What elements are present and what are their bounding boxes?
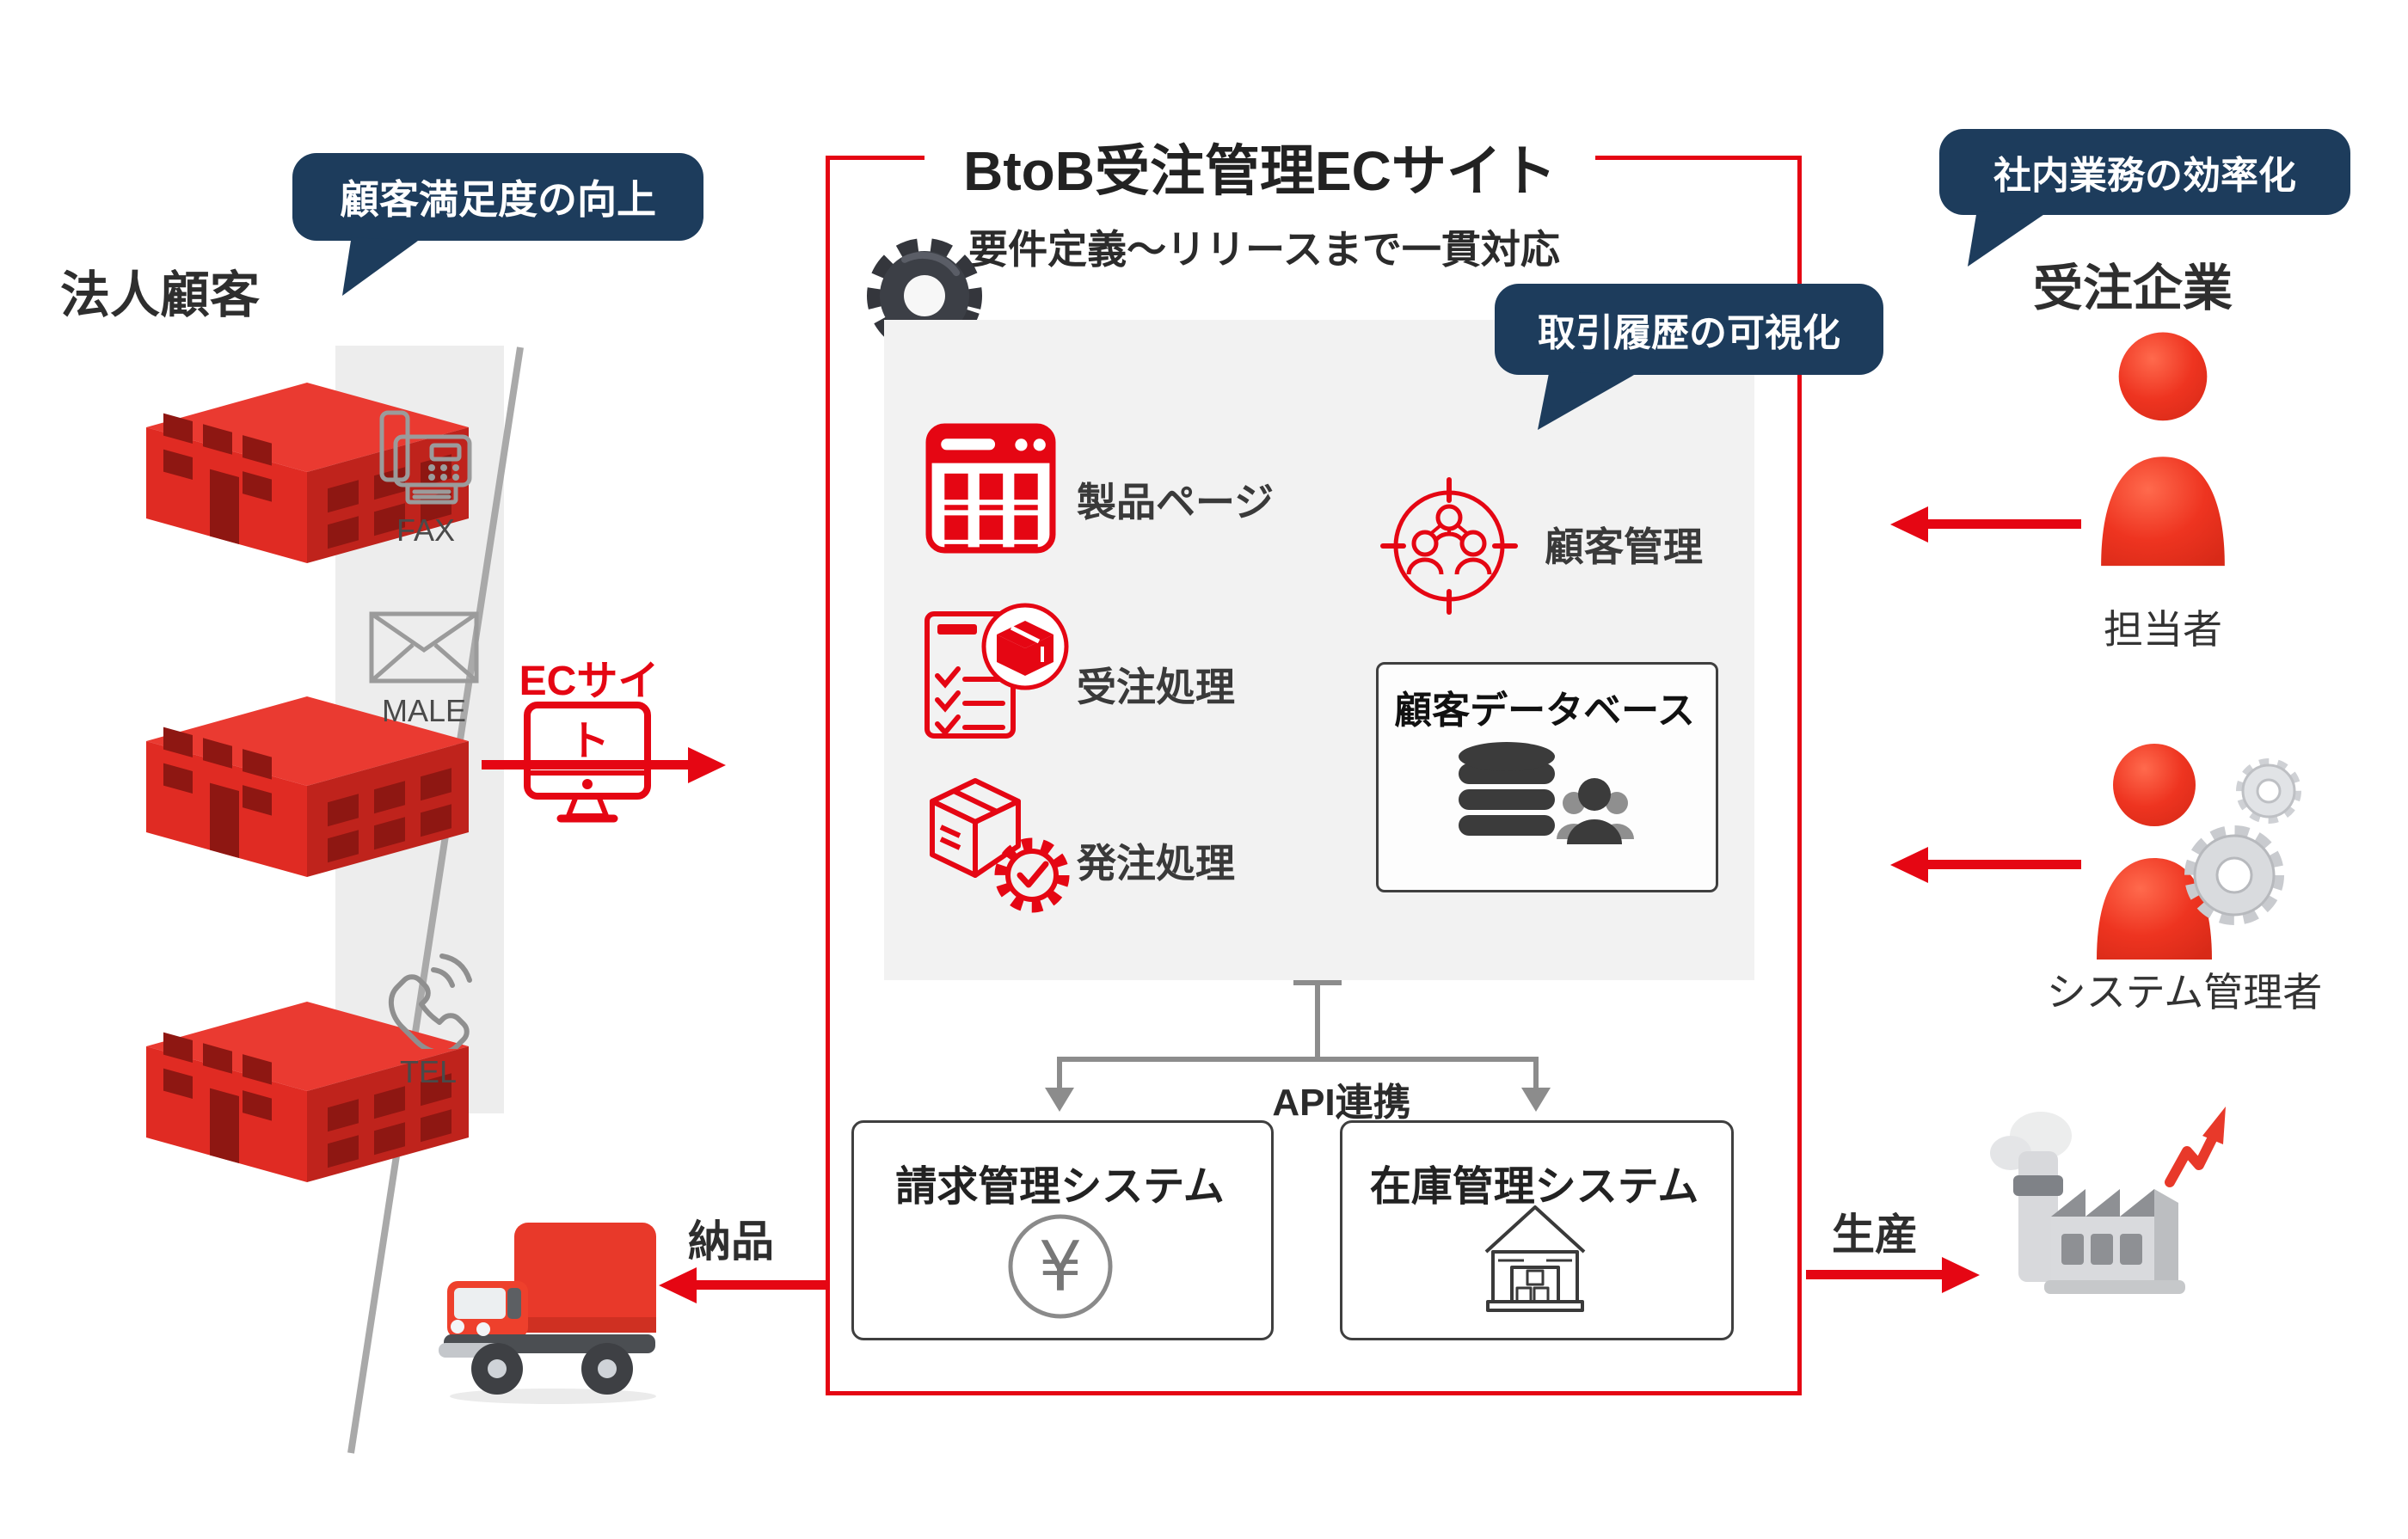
api-stem-cap: [1293, 980, 1342, 985]
database-icon: [1459, 742, 1634, 844]
arrow-to-platform: [482, 760, 690, 770]
arrow-head: [1890, 847, 1928, 883]
customer-satisfaction-bubble: 顧客満足度の向上: [292, 153, 703, 241]
truck-icon: [439, 1223, 656, 1404]
feature-label-order: 受注処理: [1077, 665, 1235, 709]
bubble-tail: [342, 237, 418, 296]
feature-label-product: 製品ページ: [1077, 480, 1275, 524]
arrow-from-rep: [1926, 519, 2081, 529]
customer-database-label: 顧客データベース: [1394, 690, 1695, 732]
arrow-head: [1890, 506, 1928, 543]
building-icon: [146, 696, 469, 877]
fax-icon: [379, 410, 472, 505]
sales-rep-label: 担当者: [2104, 607, 2222, 652]
efficiency-bubble: 社内業務の効率化: [1939, 129, 2350, 215]
inventory-system-label: 在庫管理システム: [1369, 1164, 1699, 1210]
monitor-icon: [524, 702, 651, 823]
arrow-head: [688, 746, 726, 783]
factory-icon: [1990, 1107, 2226, 1294]
delivery-label: 納品: [688, 1217, 774, 1266]
gears: [2184, 758, 2301, 925]
order-processing-icon: [924, 603, 1069, 739]
arrow-head: [1942, 1256, 1980, 1293]
tel-label: TEL: [399, 1054, 458, 1089]
product-page-icon: [925, 423, 1056, 554]
transaction-history-bubble: 取引履歴の可視化: [1495, 284, 1883, 375]
person-icon: [2101, 332, 2225, 567]
ordering-icon: [930, 778, 1070, 913]
bubble-text: 取引履歴の可視化: [1538, 312, 1840, 354]
mail-label: MALE: [381, 693, 467, 728]
delivery-arrow: [695, 1280, 828, 1290]
feature-label-purchase: 発注処理: [1077, 841, 1235, 886]
tel-icon: [388, 953, 472, 1049]
api-label: API連携: [1272, 1082, 1411, 1124]
platform-subtitle: 要件定義〜リリースまで一貫対応: [968, 227, 1560, 272]
system-admin-label: システム管理者: [2046, 970, 2323, 1015]
api-arrow-head: [1521, 1088, 1551, 1112]
arrow-head: [659, 1266, 697, 1303]
bubble-text: 顧客満足度の向上: [340, 177, 656, 222]
bubble-text: 社内業務の効率化: [1993, 155, 2296, 197]
platform-title: BtoB受注管理ECサイト: [924, 120, 1595, 213]
arrow-from-admin: [1926, 860, 2081, 869]
building-icon: [146, 1002, 469, 1182]
customer-management-icon: [1380, 477, 1518, 615]
api-branch: [1533, 1057, 1539, 1089]
fax-label: FAX: [396, 512, 456, 548]
production-arrow: [1806, 1270, 1944, 1279]
corporate-customers-heading: 法人顧客: [60, 267, 261, 323]
production-label: 生産: [1832, 1211, 1918, 1259]
warehouse-icon: [1484, 1205, 1586, 1312]
building-icon: [146, 383, 469, 563]
billing-system-box: [851, 1120, 1274, 1340]
strike-line: [347, 346, 524, 1454]
inventory-system-box: [1340, 1120, 1734, 1340]
api-branch: [1057, 1057, 1062, 1089]
yen-icon: ¥: [1008, 1214, 1113, 1319]
api-arrow-head: [1045, 1088, 1074, 1112]
api-stem: [1315, 980, 1320, 1060]
yen-glyph: ¥: [1039, 1227, 1083, 1307]
ec-site-label: ECサイト: [519, 659, 660, 764]
ordering-company-heading: 受注企業: [2032, 261, 2233, 316]
system-admin-icon: [2097, 744, 2301, 960]
mail-icon: [369, 611, 479, 684]
api-hline: [1057, 1057, 1539, 1062]
feature-label-customer: 顧客管理: [1545, 524, 1703, 569]
billing-system-label: 請求管理システム: [895, 1164, 1225, 1210]
